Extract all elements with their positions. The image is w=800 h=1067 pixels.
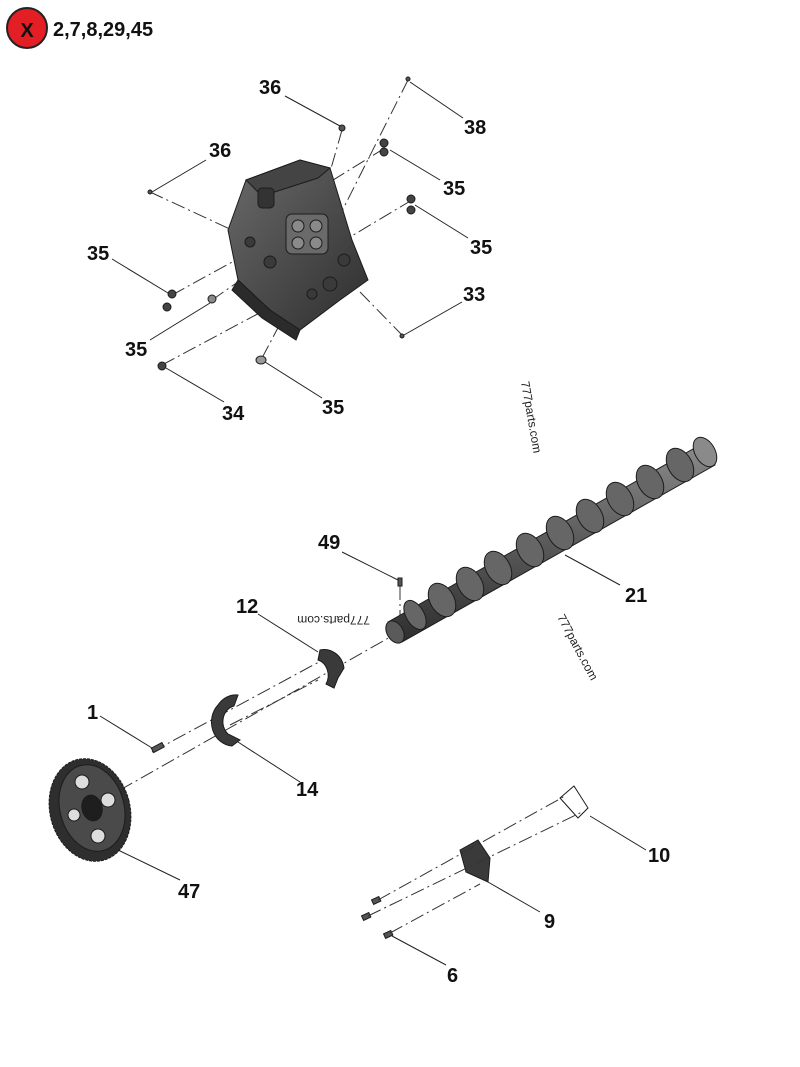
watermark: 777parts.com	[297, 613, 370, 627]
camshaft-gear	[48, 758, 132, 862]
plug-35d	[207, 294, 217, 304]
thrust-washer-12	[317, 649, 345, 689]
callout-21: 21	[625, 585, 647, 607]
callout-35-left: 35	[87, 243, 109, 265]
bolt-1	[150, 741, 165, 754]
callout-35-lower-left: 35	[125, 339, 147, 361]
callout-49: 49	[318, 532, 340, 554]
callout-14: 14	[296, 779, 319, 801]
plug-pin-36a	[338, 124, 346, 132]
callout-47: 47	[178, 881, 200, 903]
plug-pin-38	[405, 76, 411, 82]
badge-part-list: 2,7,8,29,45	[53, 19, 153, 41]
plug-35b	[406, 194, 416, 215]
callout-33: 33	[463, 284, 485, 306]
callout-38: 38	[464, 117, 486, 139]
cam-lobes	[403, 436, 718, 631]
watermark: 777parts.com	[518, 380, 544, 454]
badge-x-symbol: X	[20, 20, 34, 42]
callout-35-upper-right: 35	[443, 178, 465, 200]
callout-6: 6	[447, 965, 458, 987]
plug-34	[157, 361, 167, 371]
pin-49	[397, 577, 403, 587]
callout-36-top: 36	[259, 77, 281, 99]
not-included-badge: X 2,7,8,29,45	[6, 7, 153, 49]
plug-35e	[255, 355, 267, 365]
red-x-icon	[6, 7, 48, 49]
plug-33	[399, 333, 405, 339]
callout-35-bottom: 35	[322, 397, 344, 419]
callout-35-right: 35	[470, 237, 492, 259]
plug-pin-36b	[147, 189, 153, 195]
camshaft	[385, 436, 718, 644]
callout-34: 34	[222, 403, 245, 425]
cylinder-head	[227, 159, 369, 341]
callout-36-left: 36	[209, 140, 231, 162]
callout-12: 12	[236, 596, 258, 618]
callout-1: 1	[87, 702, 98, 724]
thrust-washer-14	[210, 694, 241, 747]
cover-plate	[459, 839, 491, 883]
plug-35a	[379, 138, 389, 157]
gasket	[559, 785, 589, 819]
watermark: 777parts.com	[554, 612, 600, 683]
screws-6	[360, 895, 394, 940]
callout-10: 10	[648, 845, 670, 867]
plug-35c	[162, 289, 177, 312]
callout-9: 9	[544, 911, 555, 933]
